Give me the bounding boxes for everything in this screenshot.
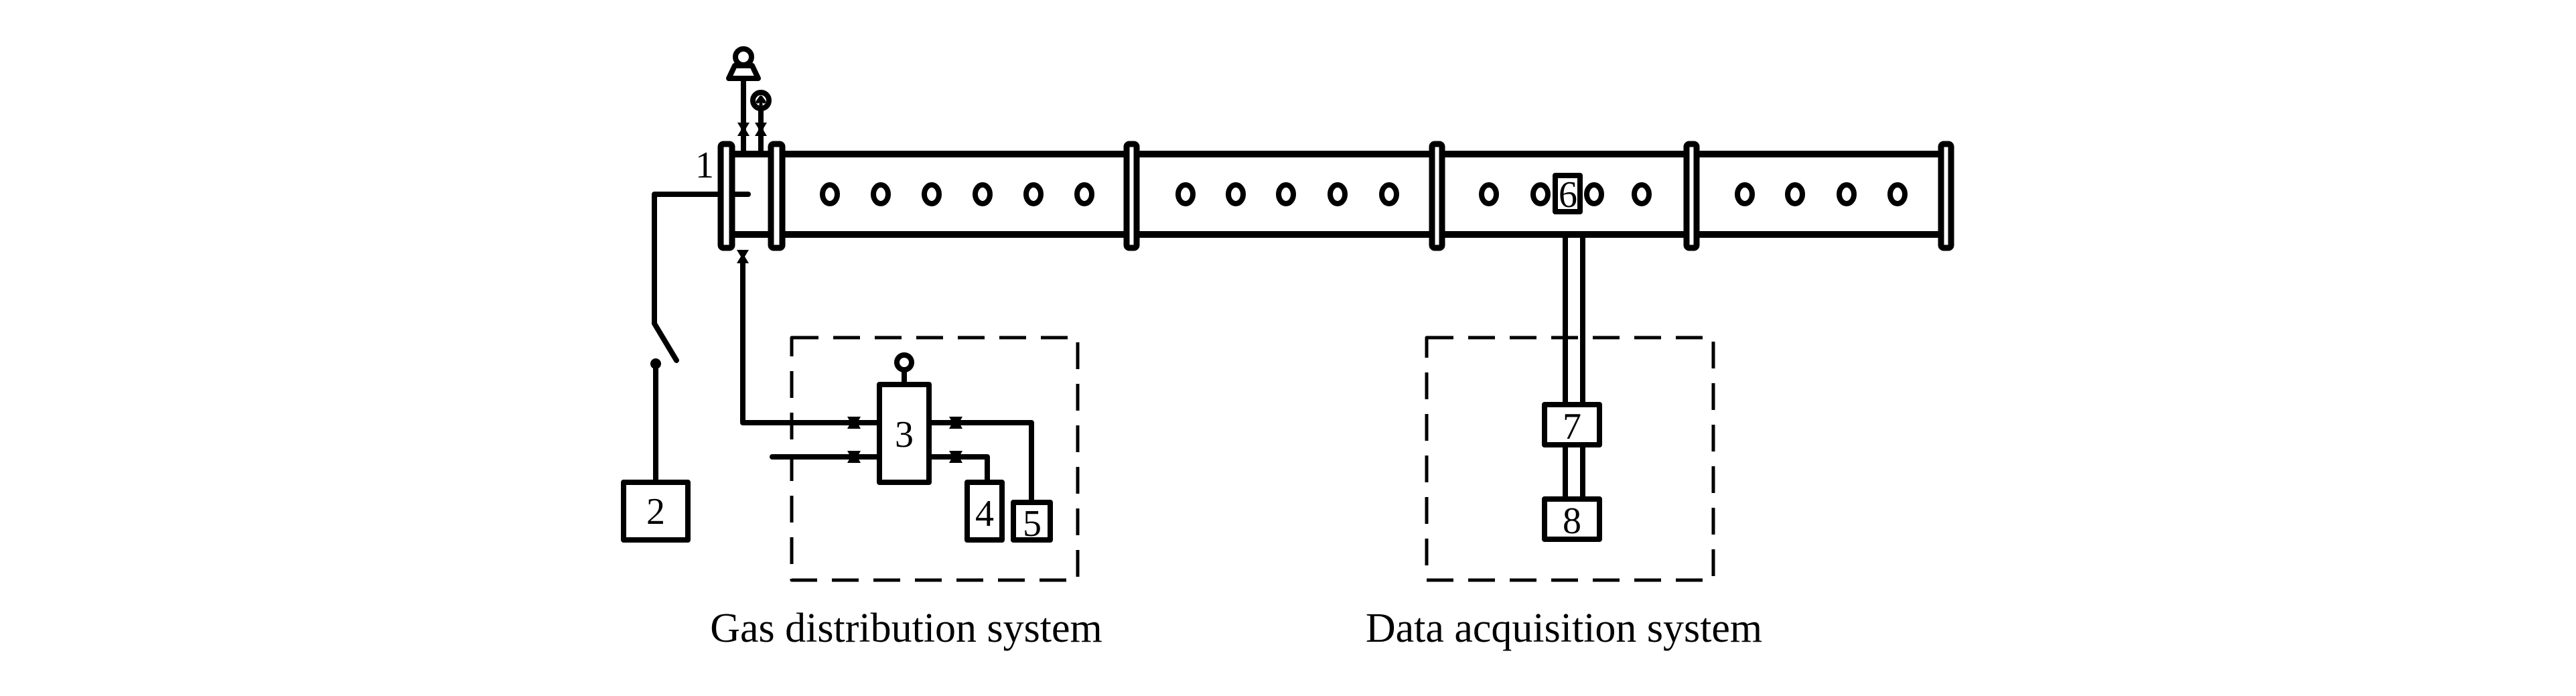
valve-icon	[847, 451, 861, 463]
label-7: 7	[1563, 406, 1581, 447]
hole	[1837, 182, 1857, 206]
component-8-box	[1542, 496, 1602, 542]
spark-icon	[733, 46, 754, 68]
hole	[1530, 182, 1551, 206]
component-5-box	[1011, 500, 1053, 543]
flange-joint-3	[1683, 141, 1700, 251]
component-7-box	[1542, 402, 1602, 447]
hole	[1379, 182, 1399, 206]
label-2: 2	[646, 491, 665, 533]
hole	[1479, 182, 1499, 206]
hole	[1023, 182, 1044, 206]
hole	[973, 182, 993, 206]
label-1: 1	[695, 145, 714, 186]
component-2-box	[621, 480, 691, 543]
hole	[1276, 182, 1296, 206]
label-3: 3	[895, 414, 914, 456]
component-labels: 1 2 3 4 5 6 7 8	[646, 145, 1581, 545]
data-acquisition-caption: Data acquisition system	[1366, 606, 1762, 651]
gauge-needle-icon	[756, 95, 766, 111]
flange-joint-2	[1429, 141, 1445, 251]
hole	[1735, 182, 1755, 206]
hole	[922, 182, 942, 206]
mixer-gauge-icon	[894, 352, 914, 372]
group-captions: Gas distribution system Data acquisition…	[710, 606, 1762, 651]
sensor-6-box	[1553, 173, 1583, 214]
signal-cable	[1542, 234, 1602, 542]
valve-icon	[847, 417, 861, 429]
ignition-wire-top	[652, 192, 723, 363]
flange-joint-1	[1123, 141, 1140, 251]
mixer-assembly	[877, 352, 1053, 543]
explosion-pipe	[730, 151, 1950, 238]
hole	[1584, 182, 1604, 206]
label-8: 8	[1563, 500, 1581, 542]
flange-end	[1938, 141, 1954, 251]
valve-icon	[755, 123, 767, 136]
valve-icon	[737, 250, 749, 263]
pipe-holes	[820, 182, 1908, 206]
label-4: 4	[975, 493, 994, 535]
spark-plug-assembly	[726, 46, 772, 157]
hole	[1328, 182, 1348, 206]
hole	[1887, 182, 1908, 206]
hole	[1785, 182, 1805, 206]
hole	[820, 182, 840, 206]
gas-line-to-pipe	[740, 261, 881, 425]
gas-distribution-caption: Gas distribution system	[710, 606, 1102, 651]
top-valves	[737, 123, 767, 263]
gas-distribution-group-box	[790, 336, 1080, 582]
spark-base-icon	[726, 63, 761, 81]
hole	[1226, 182, 1246, 206]
component-3-box	[877, 382, 932, 485]
hole	[1632, 182, 1652, 206]
label-5: 5	[1023, 503, 1042, 545]
hole	[871, 182, 891, 206]
pipe-flanges	[717, 141, 1954, 251]
valve-icon	[949, 451, 962, 463]
hole	[1074, 182, 1094, 206]
component-4-box	[964, 480, 1005, 543]
data-acquisition-group-box	[1425, 336, 1715, 582]
valve-icon	[737, 123, 749, 136]
hole	[1175, 182, 1196, 206]
label-6: 6	[1559, 174, 1577, 216]
gas-line-to-4	[926, 454, 990, 484]
gas-line-to-5	[926, 420, 1034, 504]
ignition-circuit	[621, 192, 723, 543]
valve-icon	[949, 417, 962, 429]
flange-ignition-right	[768, 141, 786, 251]
mixer-valves	[847, 417, 962, 463]
